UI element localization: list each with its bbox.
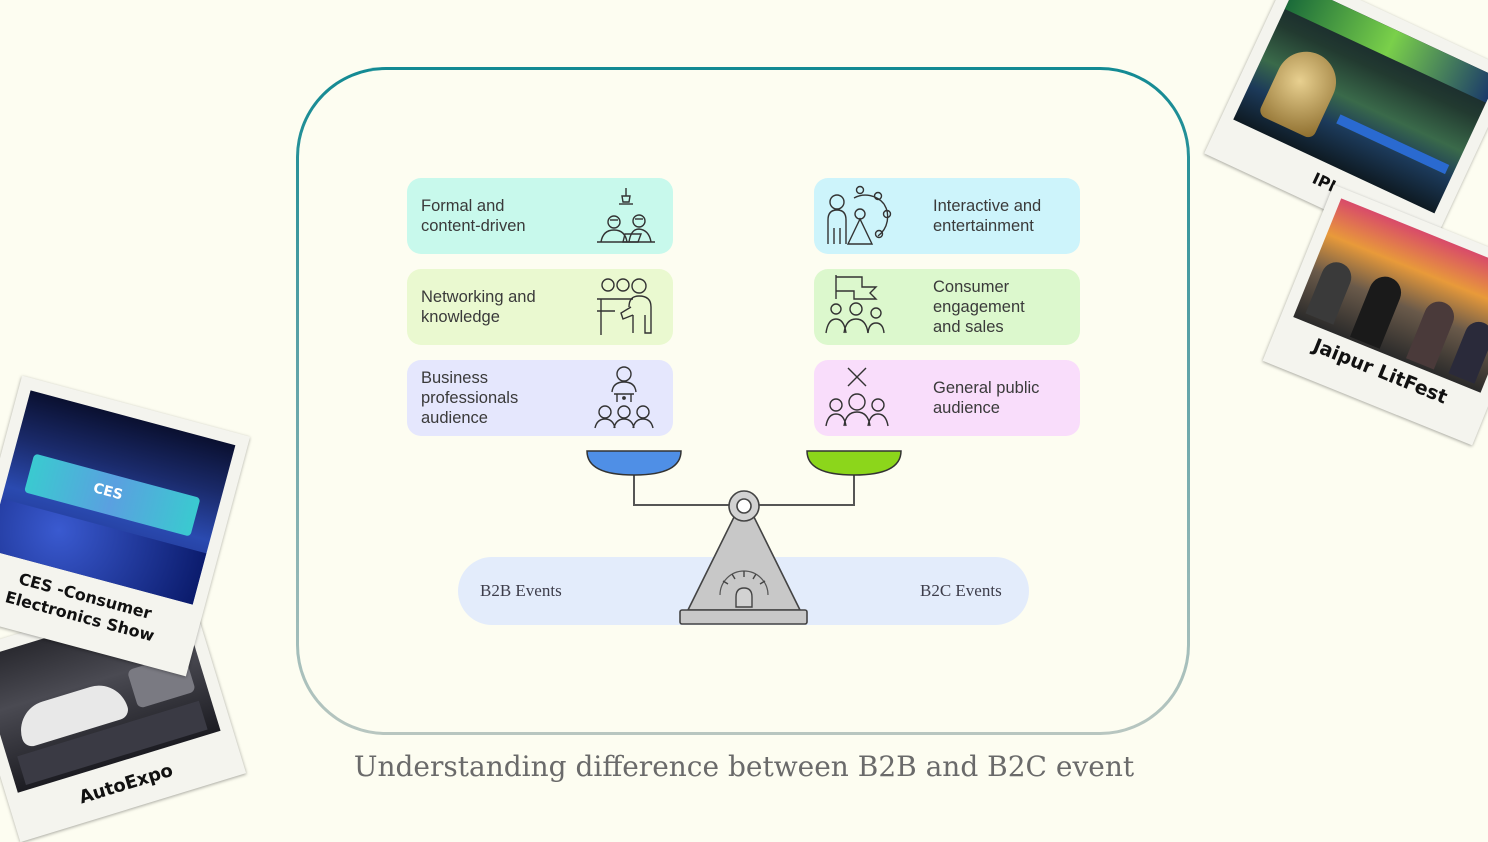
card-text: Networking and knowledge (421, 288, 536, 326)
flag-crowd-icon (825, 275, 885, 334)
balance-scale (586, 450, 902, 625)
card-text: Formal and content-driven (421, 197, 526, 235)
b2b-card-networking: Networking and knowledge (407, 269, 673, 345)
photo-ces: CES CES -Consumer Electronics Show (0, 375, 251, 677)
card-text: Business professionals audience (421, 369, 519, 427)
crowd-icon (825, 367, 889, 427)
audience-icon (594, 366, 654, 429)
card-text: General public audience (933, 379, 1040, 417)
b2c-events-label: B2C Events (920, 581, 1002, 600)
ferris-wheel-icon (827, 185, 892, 245)
b2c-card-consumer: Consumer engagement and sales (814, 269, 1080, 345)
card-text: Consumer engagement and sales (933, 278, 1025, 336)
b2c-card-public: General public audience (814, 360, 1080, 436)
speaker-board-icon (597, 278, 652, 335)
presentation-icon (597, 188, 655, 243)
b2b-scale-pan (586, 450, 682, 476)
b2c-scale-pan (806, 450, 902, 476)
b2b-card-formal: Formal and content-driven (407, 178, 673, 254)
page-caption: Understanding difference between B2B and… (353, 750, 1135, 783)
b2b-events-label: B2B Events (480, 581, 562, 600)
b2b-card-audience: Business professionals audience (407, 360, 673, 436)
card-text: Interactive and entertainment (933, 197, 1042, 235)
photo-jaipur-litfest: Jaipur LitFest (1262, 184, 1488, 446)
stadium-photo (1233, 0, 1488, 214)
b2c-card-interactive: Interactive and entertainment (814, 178, 1080, 254)
